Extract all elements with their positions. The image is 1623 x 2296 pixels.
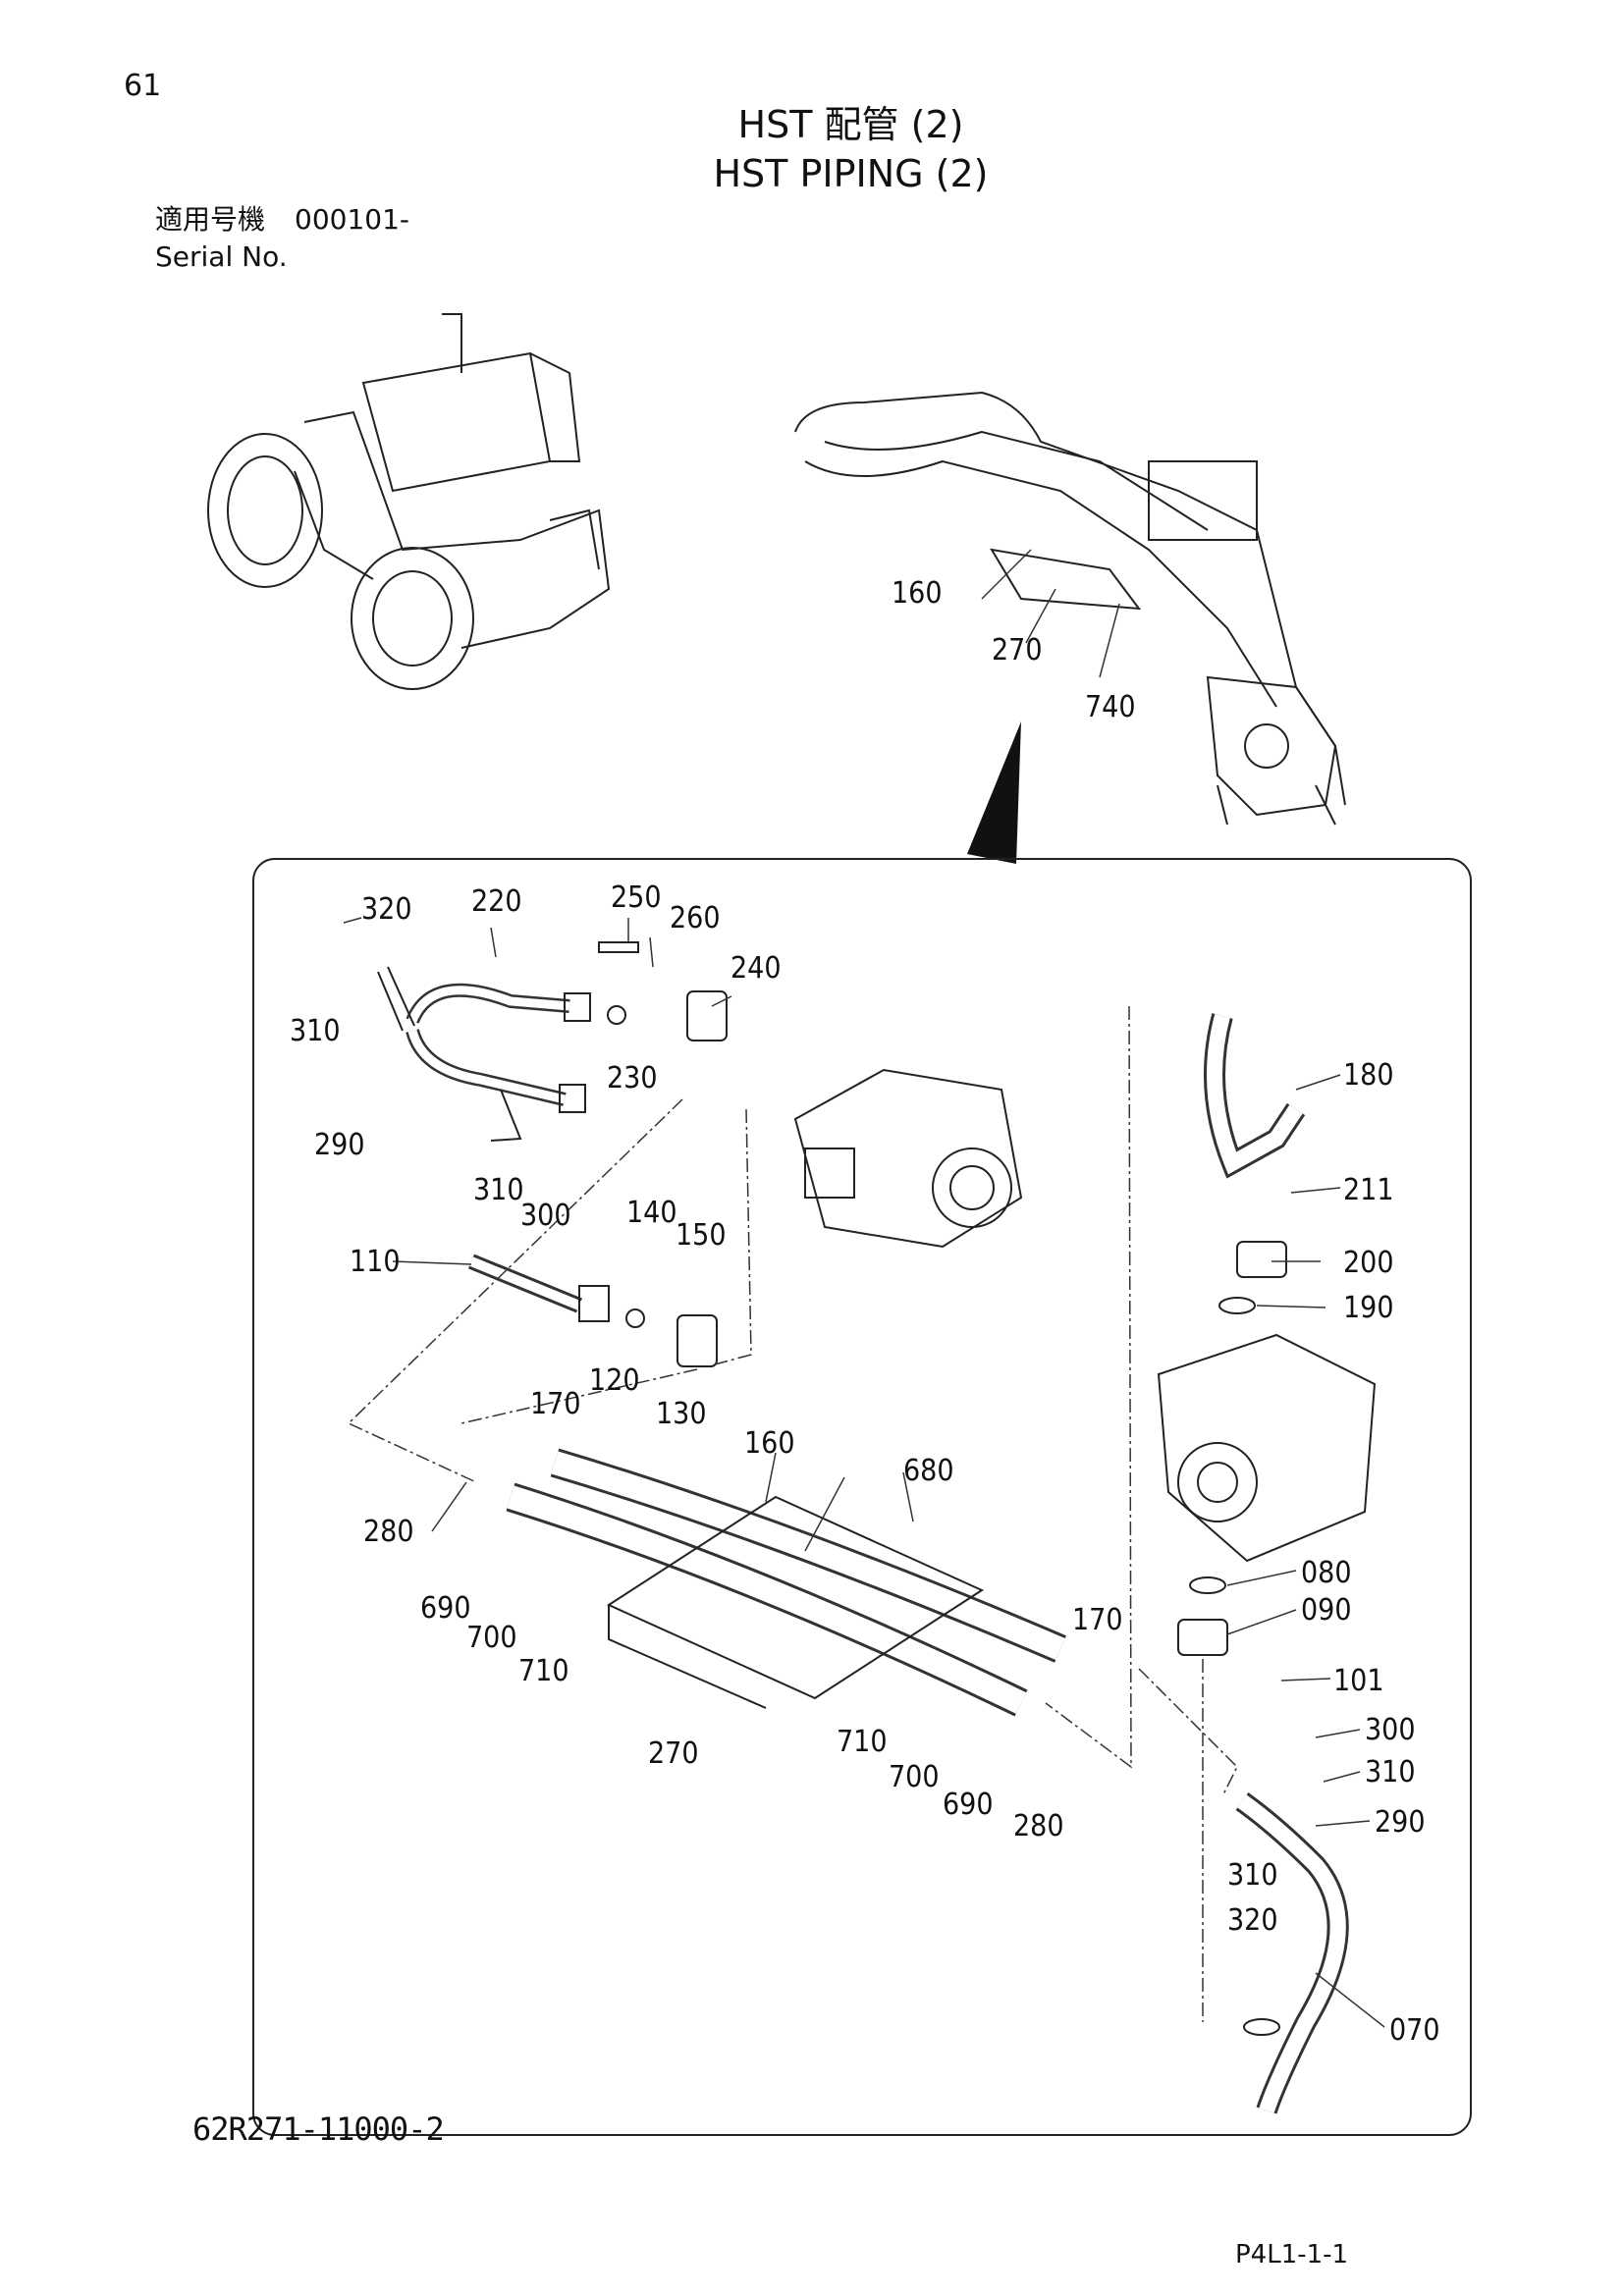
callout-270-top: 270	[992, 633, 1043, 667]
serial-label-en: Serial No.	[155, 240, 288, 273]
callout-170-right: 170	[1072, 1603, 1123, 1637]
callout-110: 110	[350, 1245, 401, 1279]
callout-080: 080	[1301, 1556, 1352, 1590]
title-japanese: HST 配管 (2)	[737, 103, 964, 146]
callout-190: 190	[1343, 1291, 1394, 1325]
callout-300-right: 300	[1365, 1713, 1416, 1747]
callout-740: 740	[1085, 690, 1136, 724]
callout-700-right: 700	[889, 1760, 940, 1794]
callout-310-right-top: 310	[1365, 1755, 1416, 1789]
callout-150: 150	[676, 1218, 727, 1253]
callout-130: 130	[656, 1397, 707, 1431]
callout-160-top: 160	[892, 576, 943, 611]
callout-200: 200	[1343, 1246, 1394, 1280]
callout-680: 680	[903, 1454, 954, 1488]
page-number: 61	[124, 69, 162, 103]
callout-700-left: 700	[466, 1621, 517, 1655]
callout-240: 240	[730, 951, 782, 986]
callout-180: 180	[1343, 1058, 1394, 1093]
callout-101: 101	[1333, 1664, 1384, 1698]
title-english: HST PIPING (2)	[713, 152, 989, 195]
serial-block: 適用号機 000101- Serial No.	[155, 201, 439, 276]
callout-280-right: 280	[1013, 1809, 1064, 1843]
callout-250: 250	[611, 881, 662, 915]
assembly-overview-illustration	[794, 391, 1346, 826]
callout-310-right-bottom: 310	[1227, 1858, 1278, 1893]
callout-211: 211	[1343, 1173, 1394, 1207]
callout-690-left: 690	[420, 1591, 471, 1626]
callout-260: 260	[670, 901, 721, 935]
document-number: 62R271-11000-2	[192, 2110, 445, 2148]
callout-300-mid: 300	[520, 1199, 571, 1233]
detail-frame	[252, 858, 1472, 2136]
page-reference: P4L1-1-1	[1235, 2240, 1349, 2269]
serial-label-jp: 適用号機	[155, 203, 266, 236]
callout-310-mid: 310	[473, 1173, 524, 1207]
callout-070: 070	[1389, 2013, 1440, 2048]
callout-270-mid: 270	[648, 1736, 699, 1771]
callout-320-left: 320	[361, 892, 412, 927]
pointer-arrow	[967, 721, 1021, 864]
callout-140: 140	[626, 1196, 677, 1230]
callout-320-right: 320	[1227, 1903, 1278, 1938]
callout-220: 220	[471, 884, 522, 919]
callout-690-right: 690	[943, 1788, 994, 1822]
callout-310-left: 310	[290, 1014, 341, 1048]
callout-120: 120	[589, 1363, 640, 1398]
callout-290-right: 290	[1375, 1805, 1426, 1840]
serial-value: 000101-	[295, 203, 410, 236]
callout-280-left: 280	[363, 1515, 414, 1549]
callout-290-left: 290	[314, 1128, 365, 1162]
callout-170-left: 170	[530, 1387, 581, 1421]
callout-230: 230	[607, 1061, 658, 1095]
callout-710-left: 710	[518, 1654, 569, 1688]
callout-710-right: 710	[837, 1725, 888, 1759]
callout-090: 090	[1301, 1593, 1352, 1628]
machine-overview-illustration	[207, 313, 611, 690]
callout-160-mid: 160	[744, 1426, 795, 1461]
